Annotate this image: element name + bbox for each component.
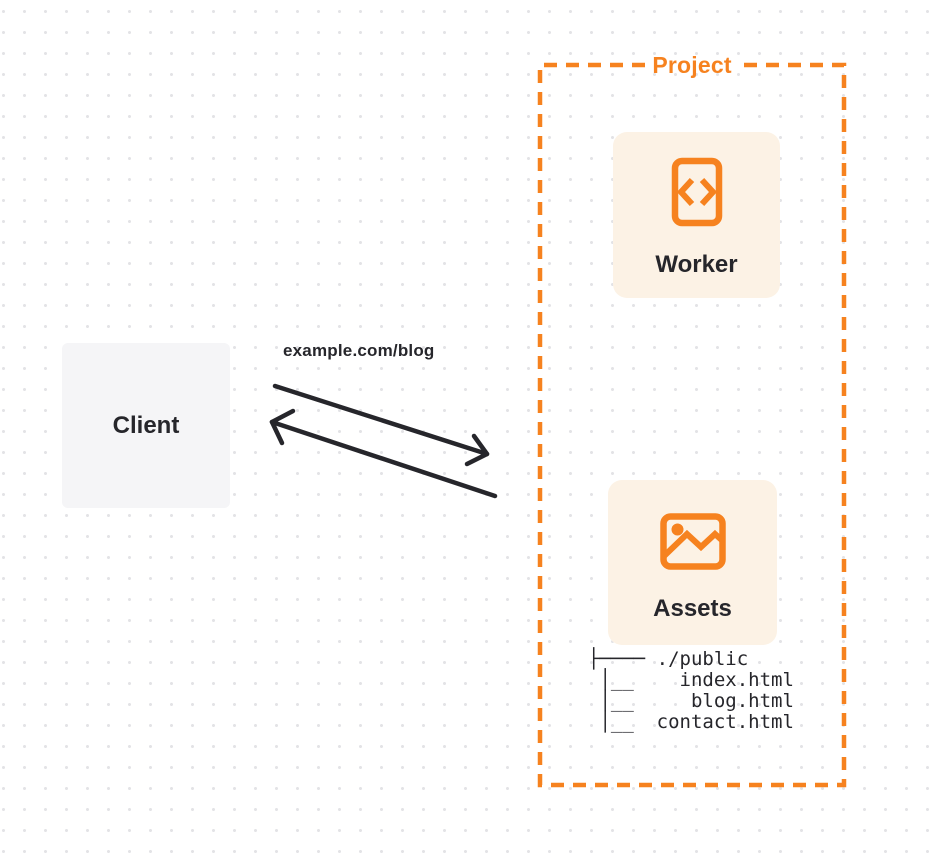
client-label: Client [112,411,180,439]
response-arrow [269,408,498,499]
assets-label: Assets [653,595,732,622]
file-tree-item: │__ blog.html [588,690,794,712]
request-arrow [272,383,490,467]
request-url-label: example.com/blog [283,341,435,360]
code-file-icon [671,157,722,227]
file-tree-item: │__ index.html [588,669,794,691]
assets-node: Assets [608,480,777,645]
file-tree-item: │__ contact.html [588,711,794,733]
assets-file-tree: ├──── ./public │__ index.html │__ blog.h… [588,649,794,733]
file-tree-root: ├──── ./public [588,648,749,670]
request-arrowhead-icon [464,433,490,467]
project-container-title: Project [652,52,732,78]
client-node: Client [62,343,230,508]
image-icon [659,513,726,570]
project-dashed-border [537,62,847,788]
response-arrowhead-icon [269,408,296,446]
worker-node: Worker [613,132,780,298]
worker-label: Worker [655,251,738,278]
